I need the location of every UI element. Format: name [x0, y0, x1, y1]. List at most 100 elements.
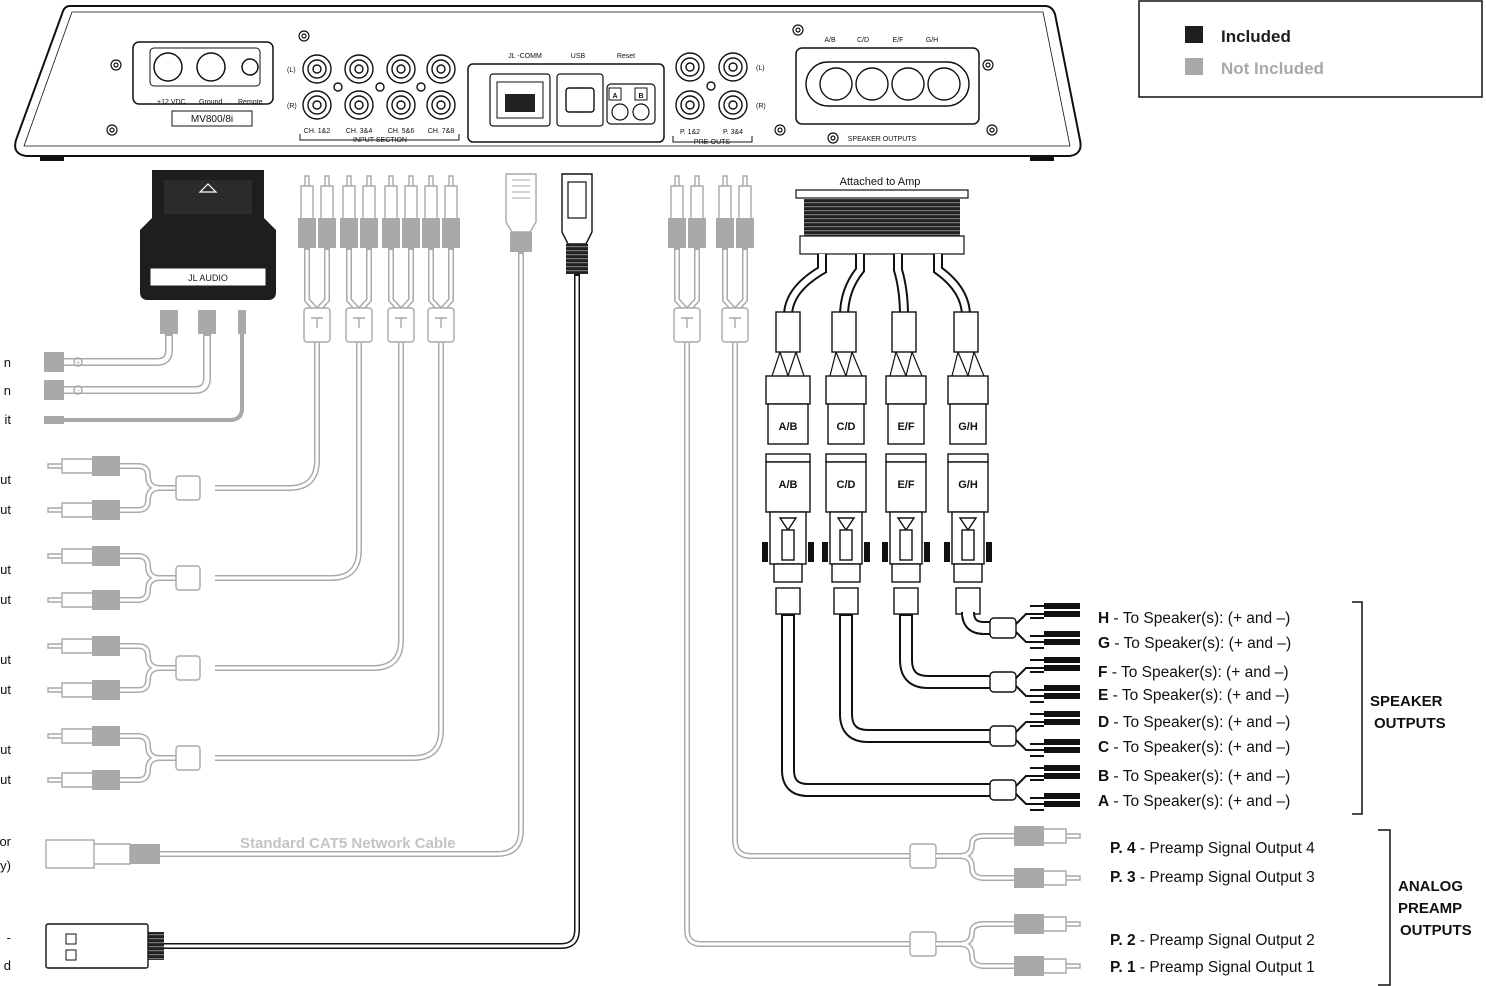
input-rca-pairs-left	[47, 456, 201, 790]
left-label-14: d	[4, 958, 11, 973]
preamp-output-1: P. 1 - Preamp Signal Output 1	[1110, 959, 1315, 976]
power-label-12vdc: +12 VDC	[157, 99, 186, 106]
preout-ch-12: P. 1&2	[680, 129, 700, 136]
speaker-output-labels: H - To Speaker(s): (+ and –) G - To Spea…	[1098, 601, 1446, 815]
comm-label: JL -COMM	[508, 53, 542, 60]
preamp-group-line1: ANALOG	[1398, 878, 1463, 895]
left-label-5: ut	[0, 562, 11, 577]
input-splitters	[303, 307, 455, 343]
speaker-bracket	[1352, 601, 1363, 815]
preamp-output-2: P. 2 - Preamp Signal Output 2	[1110, 932, 1315, 949]
input-rca-plugs	[298, 175, 460, 248]
speaker-output-d: D - To Speaker(s): (+ and –)	[1098, 714, 1290, 731]
plug-label-gh: G/H	[958, 421, 978, 433]
usb-cable	[45, 173, 593, 969]
model-badge: MV800/8i	[191, 114, 233, 125]
preamp-group-line2: PREAMP	[1398, 900, 1462, 917]
preamp-output-3: P. 3 - Preamp Signal Output 3	[1110, 869, 1315, 886]
power-label-remote: Remote	[238, 99, 263, 106]
speaker-group-line1: SPEAKER	[1370, 693, 1443, 710]
speaker-output-c: C - To Speaker(s): (+ and –)	[1098, 739, 1290, 756]
preamp-rca-plugs	[668, 175, 1081, 976]
preout-ch-34: P. 3&4	[723, 129, 743, 136]
legend: Included Not Included	[1138, 0, 1483, 98]
speaker-output-block: A/B C/D E/F G/H SPEAKER OUTPUTS	[795, 37, 980, 143]
speaker-lead-ends	[989, 603, 1080, 811]
speaker-output-a: A - To Speaker(s): (+ and –)	[1098, 793, 1290, 810]
reset-label: Reset	[617, 53, 635, 60]
cat5-cable-label: Standard CAT5 Network Cable	[240, 835, 456, 852]
input-ch-78: CH. 7&8	[428, 128, 455, 135]
plus-icon: +	[76, 360, 80, 367]
speaker-female-connectors: A/B C/D E/F G/H	[762, 453, 992, 615]
amp-spk-cd: C/D	[857, 37, 869, 44]
power-terminal-block: +12 VDC Ground Remote MV800/8i	[132, 41, 274, 127]
power-plug-brand: JL AUDIO	[188, 273, 228, 283]
speaker-output-b: B - To Speaker(s): (+ and –)	[1098, 768, 1290, 785]
minus-icon: −	[76, 388, 80, 395]
usb-label: USB	[571, 53, 586, 60]
left-label-10: ut	[0, 772, 11, 787]
input-section-label: INPUT SECTION	[353, 137, 407, 144]
connector-label-cd: C/D	[837, 479, 856, 491]
attached-to-amp-label: Attached to Amp	[840, 176, 921, 188]
speaker-male-plugs: A/B C/D E/F G/H	[765, 311, 989, 445]
speaker-lead-cables	[781, 611, 990, 797]
power-terminals: + −	[44, 352, 83, 424]
speaker-output-e: E - To Speaker(s): (+ and –)	[1098, 687, 1289, 704]
left-label-6: ut	[0, 592, 11, 607]
preamp-output-labels: P. 4 - Preamp Signal Output 4 P. 3 - Pre…	[1110, 829, 1472, 986]
cat5-cable	[45, 173, 537, 869]
left-label-11: or	[0, 834, 12, 849]
legend-not-included-label: Not Included	[1221, 59, 1324, 78]
speaker-output-h: H - To Speaker(s): (+ and –)	[1098, 610, 1290, 627]
input-ch-34: CH. 3&4	[346, 128, 373, 135]
reset-b-label: B	[638, 93, 643, 100]
left-edge-labels: n n it ut ut ut ut ut ut ut ut or y) - d	[0, 355, 12, 973]
left-label-13: -	[7, 930, 11, 945]
amp-speaker-outputs-label: SPEAKER OUTPUTS	[848, 136, 917, 143]
connector-label-ef: E/F	[897, 479, 914, 491]
plug-label-ab: A/B	[779, 421, 798, 433]
left-label-9: ut	[0, 742, 11, 757]
input-ch-12: CH. 1&2	[304, 128, 331, 135]
speaker-output-f: F - To Speaker(s): (+ and –)	[1098, 664, 1289, 681]
amp-spk-gh: G/H	[926, 37, 938, 44]
preamp-group-line3: OUTPUTS	[1400, 922, 1472, 939]
connector-label-gh: G/H	[958, 479, 978, 491]
reset-a-label: A	[612, 93, 617, 100]
left-label-8: ut	[0, 682, 11, 697]
preout-section-label: PRE-OUTS	[694, 139, 731, 146]
left-label-0: n	[4, 355, 11, 370]
connector-label-ab: A/B	[779, 479, 798, 491]
preamp-output-4: P. 4 - Preamp Signal Output 4	[1110, 840, 1315, 857]
left-label-3: ut	[0, 472, 11, 487]
speaker-group-line2: OUTPUTS	[1374, 715, 1446, 732]
speaker-harness-plug	[795, 189, 969, 255]
left-label-12: y)	[0, 858, 11, 873]
preout-side-right: (R)	[756, 103, 766, 110]
legend-included-swatch	[1185, 26, 1203, 43]
left-label-1: n	[4, 383, 11, 398]
input-cables	[215, 248, 454, 761]
plug-label-ef: E/F	[897, 421, 914, 433]
comm-usb-panel: A B JL -COMM USB Reset	[467, 53, 665, 143]
amp-spk-ef: E/F	[893, 37, 904, 44]
power-plug: JL AUDIO	[140, 170, 276, 334]
amplifier-panel: +12 VDC Ground Remote MV800/8i (L) (R) C…	[14, 5, 1082, 161]
input-side-left: (L)	[287, 67, 296, 74]
left-label-2: it	[5, 412, 12, 427]
power-wires	[60, 334, 244, 422]
plug-label-cd: C/D	[837, 421, 856, 433]
legend-not-included-swatch	[1185, 58, 1203, 75]
input-ch-56: CH. 5&6	[388, 128, 415, 135]
legend-included-label: Included	[1221, 27, 1291, 46]
preamp-bracket	[1378, 829, 1391, 986]
speaker-output-g: G - To Speaker(s): (+ and –)	[1098, 635, 1291, 652]
left-label-7: ut	[0, 652, 11, 667]
input-section-jacks	[299, 54, 460, 141]
input-side-right: (R)	[287, 103, 297, 110]
preout-side-left: (L)	[756, 65, 765, 72]
left-label-4: ut	[0, 502, 11, 517]
